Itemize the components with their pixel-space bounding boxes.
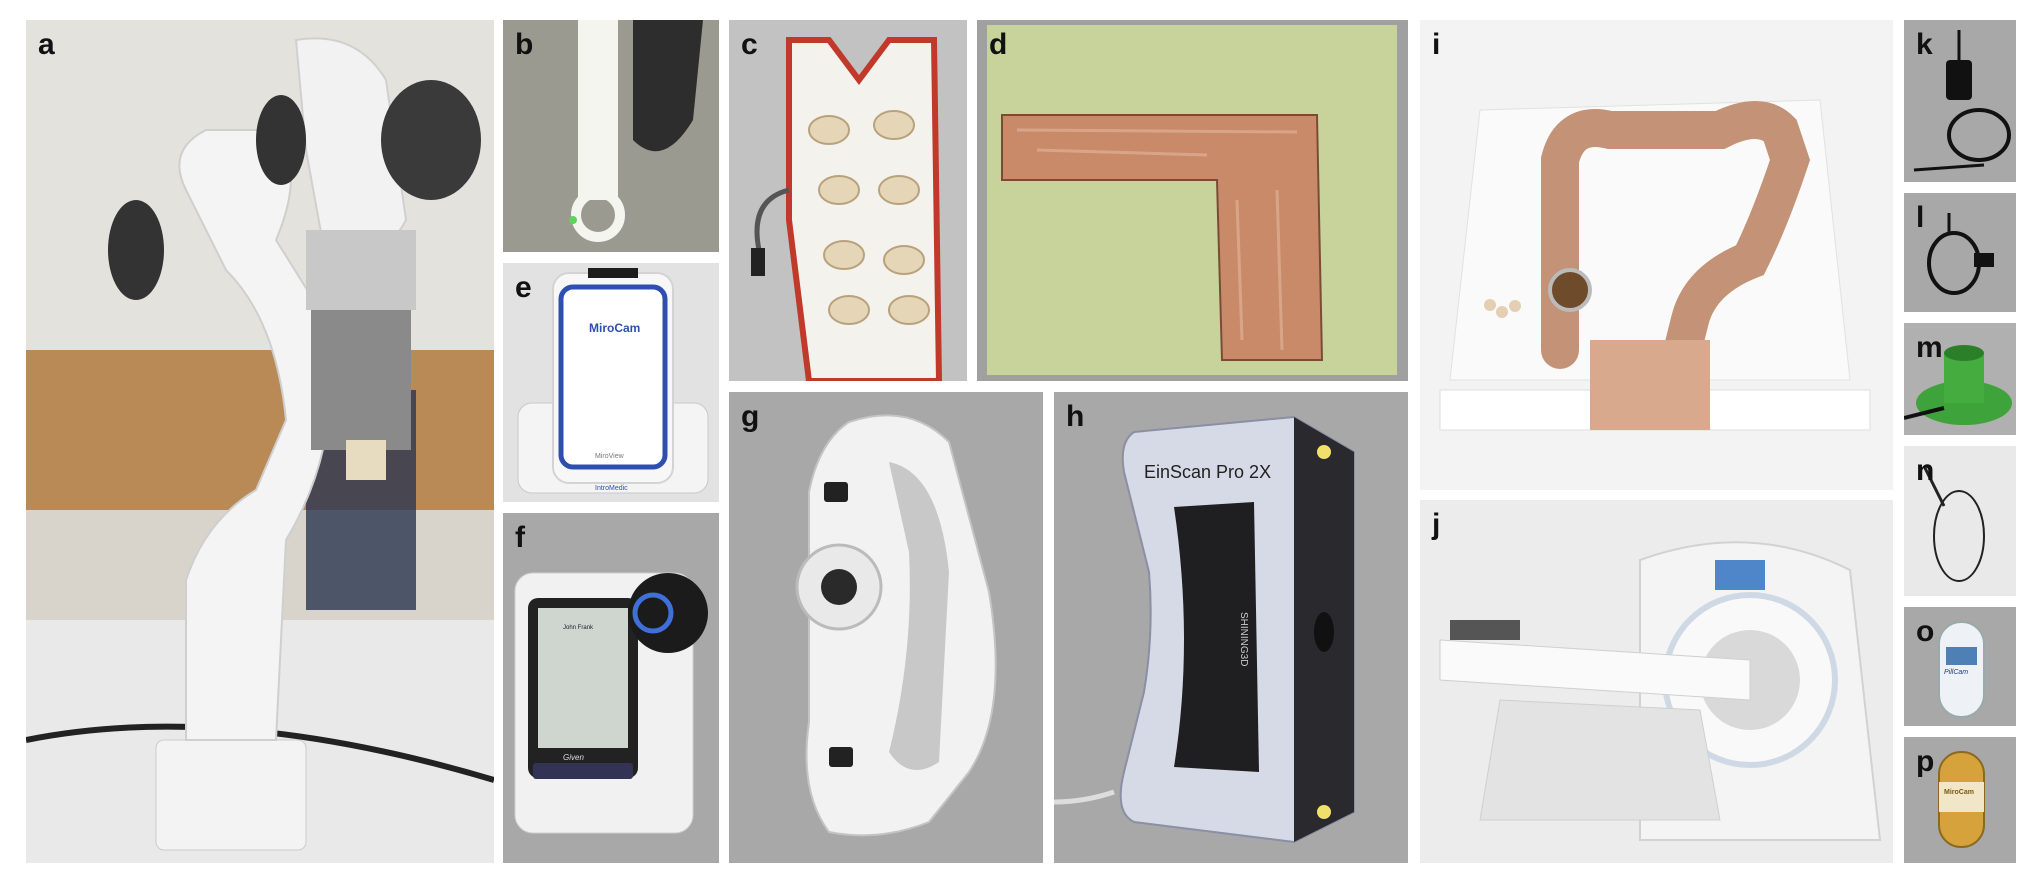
robotic-arm-image (26, 20, 494, 863)
panel-c: c (729, 20, 967, 381)
mirocam-brand-label: MiroCam (589, 321, 641, 335)
panel-o: o PillCam (1904, 607, 2016, 726)
panel-letter-i: i (1432, 28, 1441, 61)
panel-letter-p: p (1916, 745, 1935, 778)
capsule-endoscope-1-image (1938, 621, 1985, 718)
ct-scanner-image (1439, 541, 1882, 841)
panel-e: e MiroCam MiroView IntroMedic (503, 263, 719, 502)
panel-letter-n: n (1916, 454, 1935, 487)
panel-b: b (503, 20, 719, 252)
capsule-endoscope-2-image (1938, 751, 1985, 848)
given-brand-label: Given (563, 753, 584, 762)
panel-h: h EinScan Pro 2X SHINING3D (1054, 392, 1408, 863)
colon-phantom-image (1439, 99, 1871, 431)
panel-letter-j: j (1432, 508, 1441, 541)
panel-letter-c: c (741, 28, 758, 61)
panel-i: i (1420, 20, 1893, 490)
panel-letter-m: m (1916, 331, 1943, 364)
panel-letter-b: b (515, 28, 534, 61)
panel-k: k (1904, 20, 2016, 182)
coiled-cable-image (1922, 465, 1985, 582)
panel-letter-g: g (741, 400, 760, 433)
mirocam-base-label: IntroMedic (595, 485, 628, 492)
panel-f: f John Frank Given (503, 513, 719, 863)
capsule-recorder-image (503, 263, 719, 502)
panel-d: d (977, 20, 1408, 381)
panel-letter-l: l (1916, 201, 1925, 234)
panel-a: a (26, 20, 494, 863)
einscan-model-label: EinScan Pro 2X (1144, 462, 1272, 482)
panel-letter-h: h (1066, 400, 1085, 433)
handheld-recorder-image (514, 572, 708, 834)
sensor-vest-image (751, 37, 943, 381)
panel-g: g (729, 392, 1043, 863)
mirocam-capsule-label: MiroCam (1944, 789, 1974, 796)
panel-n: n (1904, 446, 2016, 596)
einscan-scanner-image (1054, 415, 1355, 844)
panel-letter-e: e (515, 271, 532, 304)
probe-cable-image (1927, 213, 1994, 295)
handheld-3d-scanner-image (795, 414, 997, 837)
einscan-brand-label: SHINING3D (1238, 612, 1249, 667)
panel-j: j (1420, 500, 1893, 863)
tissue-board-image (987, 25, 1397, 375)
capsule-holder-image (503, 20, 719, 252)
panel-letter-a: a (38, 28, 55, 61)
panel-letter-k: k (1916, 28, 1933, 61)
endoscope-cable-image (1913, 30, 2011, 172)
mirocam-device-label: MiroView (595, 453, 624, 460)
green-holder-image (1904, 345, 2012, 425)
panel-p: p MiroCam (1904, 737, 2016, 863)
pillcam-capsule-label: PillCam (1944, 669, 1969, 676)
pillcam-name-label: John Frank (563, 625, 594, 631)
panel-m: m (1904, 323, 2016, 435)
panel-l: l (1904, 193, 2016, 312)
panel-letter-o: o (1916, 615, 1935, 648)
panel-letter-d: d (989, 28, 1008, 61)
panel-letter-f: f (515, 521, 525, 554)
